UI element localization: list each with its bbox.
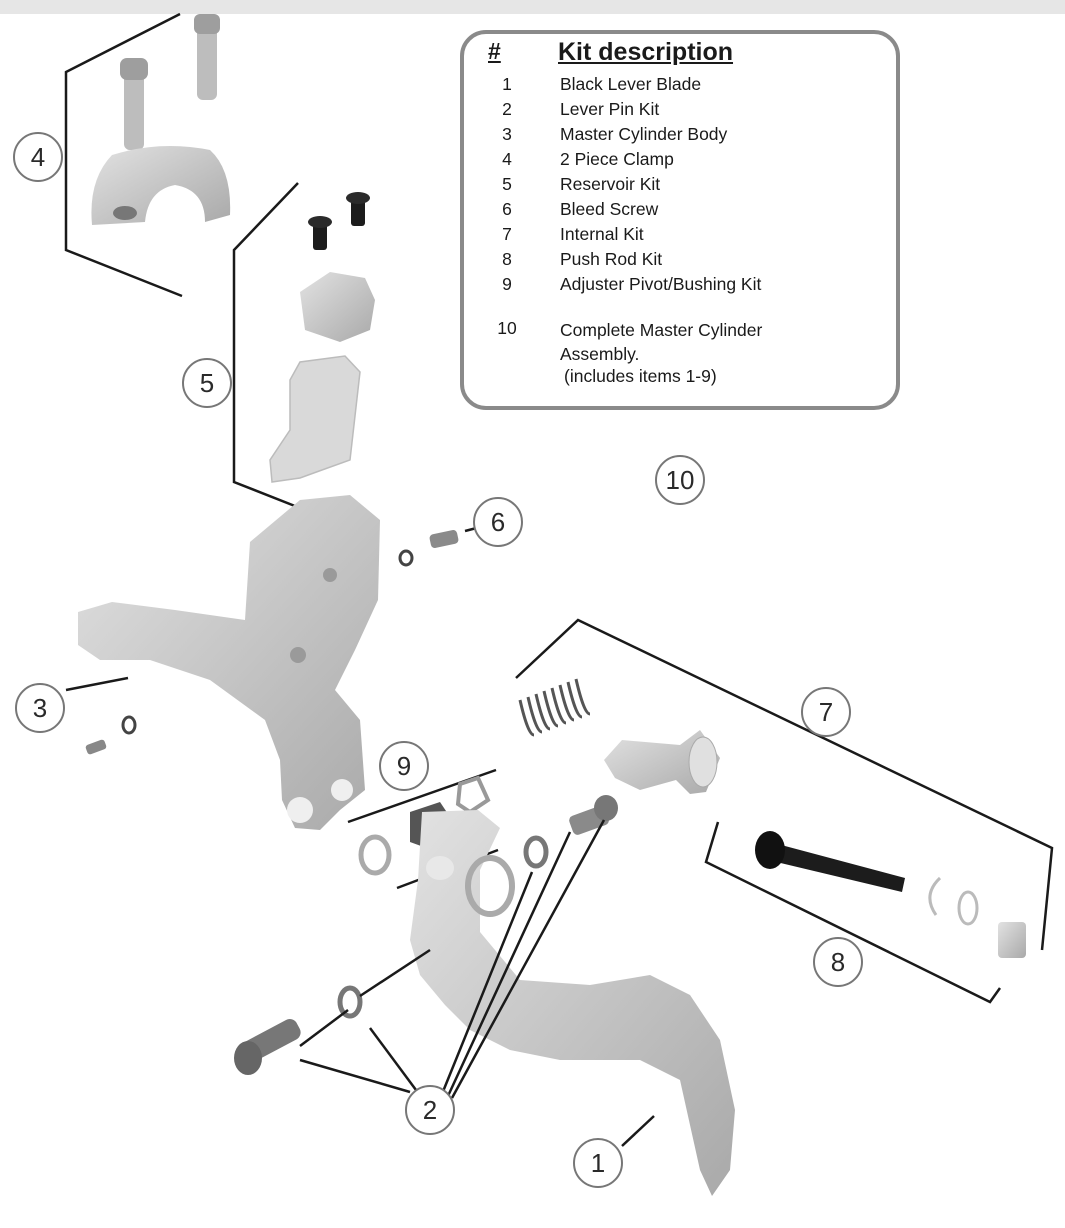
push-rod-rings bbox=[928, 876, 979, 926]
callout-2: 2 bbox=[405, 1085, 455, 1135]
callout-5: 5 bbox=[182, 358, 232, 408]
reservoir-cap bbox=[300, 272, 375, 342]
svg-text:3: 3 bbox=[33, 693, 47, 723]
master-cylinder-body bbox=[78, 495, 380, 830]
assembly-line2: Assembly. bbox=[560, 344, 640, 364]
leader-lines bbox=[65, 522, 655, 1147]
assembly-desc: Complete Master Cylinder Assembly. bbox=[560, 318, 762, 366]
adjuster-nut bbox=[998, 922, 1026, 958]
body-screw bbox=[85, 715, 137, 755]
svg-text:4: 4 bbox=[31, 142, 45, 172]
callout-10: 10 bbox=[655, 455, 705, 505]
svg-text:8: 8 bbox=[831, 947, 845, 977]
svg-text:5: 5 bbox=[200, 368, 214, 398]
svg-text:9: 9 bbox=[397, 751, 411, 781]
clamp-half bbox=[91, 146, 231, 225]
bleed-screw bbox=[398, 529, 459, 567]
svg-text:10: 10 bbox=[666, 465, 695, 495]
callout-3: 3 bbox=[15, 683, 65, 733]
svg-text:1: 1 bbox=[591, 1148, 605, 1178]
legend-header-num: # bbox=[488, 38, 501, 64]
assembly-line3: (includes items 1-9) bbox=[564, 366, 717, 386]
assembly-line1: Complete Master Cylinder bbox=[560, 320, 763, 340]
top-bar bbox=[0, 0, 1065, 14]
reservoir-screws bbox=[308, 192, 370, 250]
lever-pin-parts bbox=[234, 795, 618, 1075]
spring bbox=[518, 678, 591, 737]
bracket-4 bbox=[64, 12, 183, 298]
clamp-bolts bbox=[120, 14, 220, 150]
callout-9: 9 bbox=[379, 741, 429, 791]
lever-blade bbox=[410, 810, 735, 1196]
callout-8: 8 bbox=[813, 937, 863, 987]
callout-1: 1 bbox=[573, 1138, 623, 1188]
callout-6: 6 bbox=[473, 497, 523, 547]
callout-4: 4 bbox=[13, 132, 63, 182]
bracket-5 bbox=[232, 182, 301, 510]
legend-header-desc: Kit description bbox=[558, 38, 734, 66]
push-rod bbox=[755, 831, 905, 892]
svg-text:6: 6 bbox=[491, 507, 505, 537]
reservoir-bladder bbox=[269, 355, 361, 483]
callout-7: 7 bbox=[801, 687, 851, 737]
bracket-8 bbox=[704, 821, 1002, 1004]
piston bbox=[604, 730, 720, 794]
svg-text:2: 2 bbox=[423, 1095, 437, 1125]
svg-text:7: 7 bbox=[819, 697, 833, 727]
legend-header: # Kit description bbox=[464, 38, 896, 68]
